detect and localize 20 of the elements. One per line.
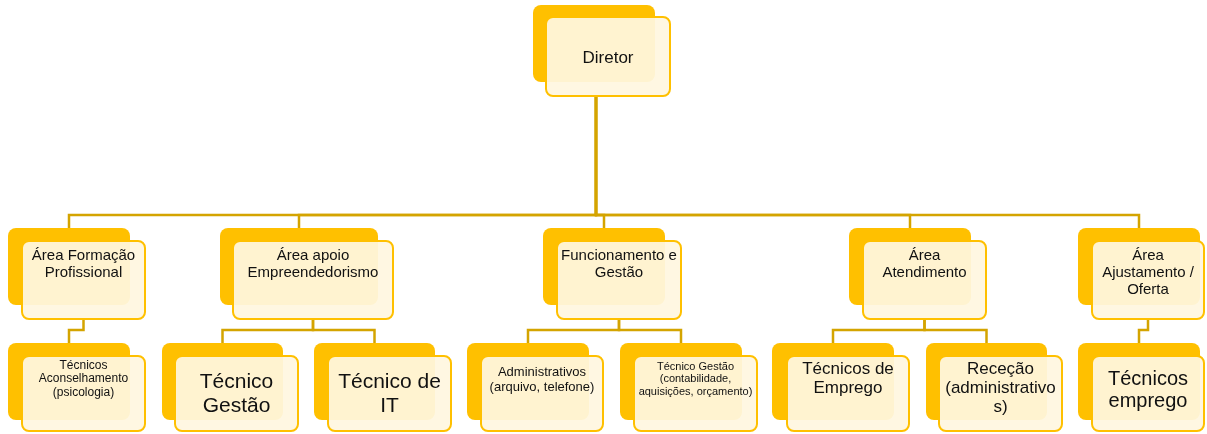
- connector-line: [923, 320, 988, 343]
- position-title: Técnico Gestão: [198, 369, 275, 417]
- position-title: Funcionamento e Gestão: [561, 247, 677, 281]
- connector-line: [594, 97, 1141, 228]
- position-title: Técnicos de Emprego: [801, 359, 895, 398]
- connector-line: [617, 320, 683, 343]
- position-title: Diretor: [582, 48, 634, 68]
- position-title: Técnico de IT: [337, 369, 442, 417]
- position-title: Área Ajustamento / Oferta: [1101, 247, 1195, 298]
- position-title: Técnicos emprego: [1107, 367, 1189, 412]
- connector-line: [1137, 320, 1150, 343]
- position-title: Receção (administrativos): [944, 359, 1057, 417]
- position-title: Técnico Gestão (contabilidade, aquisições, orçamento): [638, 360, 753, 397]
- connector-line: [311, 320, 376, 343]
- position-title: Técnicos Aconselhamento (psicologia): [37, 359, 130, 400]
- position-title: Área apoio Empreendedorismo: [246, 247, 380, 281]
- position-title: Administrativos (arquivo, telefone): [488, 365, 596, 395]
- position-title: Área Formação Profissional: [30, 247, 137, 281]
- connector-line: [67, 320, 85, 343]
- position-title: Área Atendimento: [881, 247, 968, 281]
